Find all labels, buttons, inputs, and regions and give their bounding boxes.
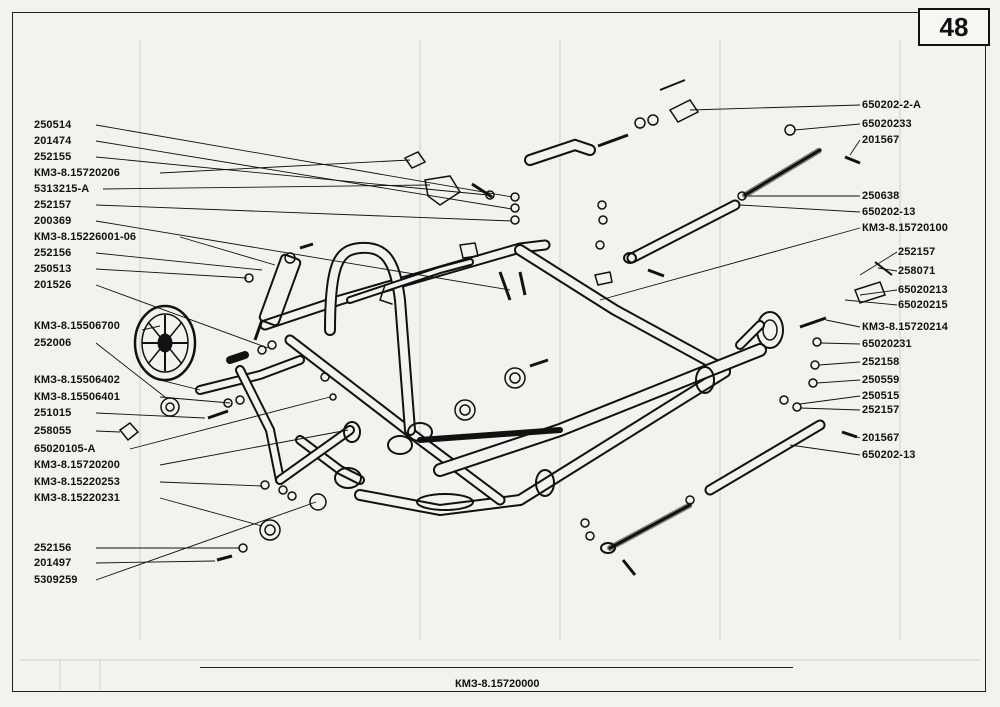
part-label-left: КМЗ-8.15506401 [34, 391, 120, 403]
part-label-left: КМЗ-8.15506700 [34, 320, 120, 332]
part-label-left: 201497 [34, 557, 72, 569]
part-label-left: КМЗ-8.15226001-06 [34, 231, 137, 243]
sheet-frame [12, 12, 986, 692]
part-label-left: 258055 [34, 425, 72, 437]
part-label-left: 65020105-А [34, 443, 96, 455]
part-label-left: КМЗ-8.15220231 [34, 492, 120, 504]
part-label-left: 252157 [34, 199, 72, 211]
part-label-left: 252155 [34, 151, 72, 163]
part-label-right: КМЗ-8.15720214 [862, 321, 948, 333]
part-label-left: КМЗ-8.15506402 [34, 374, 120, 386]
part-label-right: 650202-13 [862, 449, 916, 461]
part-label-right: 258071 [898, 265, 936, 277]
part-label-left: 251015 [34, 407, 72, 419]
part-label-right: 252157 [862, 404, 900, 416]
part-label-left: 201526 [34, 279, 72, 291]
front-spindle-assembly [195, 351, 361, 485]
part-label-left: 252156 [34, 542, 72, 554]
part-label-right: 650202-13 [862, 206, 916, 218]
part-label-right: 252157 [898, 246, 936, 258]
part-label-left: 200369 [34, 215, 72, 227]
part-label-right: 252158 [862, 356, 900, 368]
part-label-left: 250513 [34, 263, 72, 275]
assembly-code: КМЗ-8.15720000 [455, 678, 540, 690]
part-label-right: 201567 [862, 134, 900, 146]
part-label-left: 252006 [34, 337, 72, 349]
part-label-right: 201567 [862, 432, 900, 444]
tie-rods [524, 138, 826, 554]
part-label-left: 201474 [34, 135, 72, 147]
title-rule [200, 667, 793, 668]
part-label-left: 252156 [34, 247, 72, 259]
part-label-right: 65020233 [862, 118, 912, 130]
leader-lines-right [599, 104, 898, 456]
page-number: 48 [918, 8, 990, 46]
part-label-left: 5309259 [34, 574, 78, 586]
part-label-left: КМЗ-8.15720206 [34, 167, 120, 179]
part-label-right: 650202-2-А [862, 99, 922, 111]
part-label-right: 65020231 [862, 338, 912, 350]
part-label-left: КМЗ-8.15720200 [34, 459, 120, 471]
part-label-right: 65020213 [898, 284, 948, 296]
background-grid [20, 40, 980, 690]
part-label-left: 250514 [34, 119, 72, 131]
wheel-hub [133, 304, 197, 382]
part-label-left: КМЗ-8.15220253 [34, 476, 120, 488]
part-label-right: КМЗ-8.15720100 [862, 222, 948, 234]
leader-lines-left [95, 124, 513, 581]
fasteners [118, 79, 893, 576]
part-label-right: 250638 [862, 190, 900, 202]
part-label-right: 250559 [862, 374, 900, 386]
part-label-right: 65020215 [898, 299, 948, 311]
main-frame [259, 239, 784, 516]
part-label-left: 5313215-А [34, 183, 90, 195]
part-label-right: 250515 [862, 390, 900, 402]
